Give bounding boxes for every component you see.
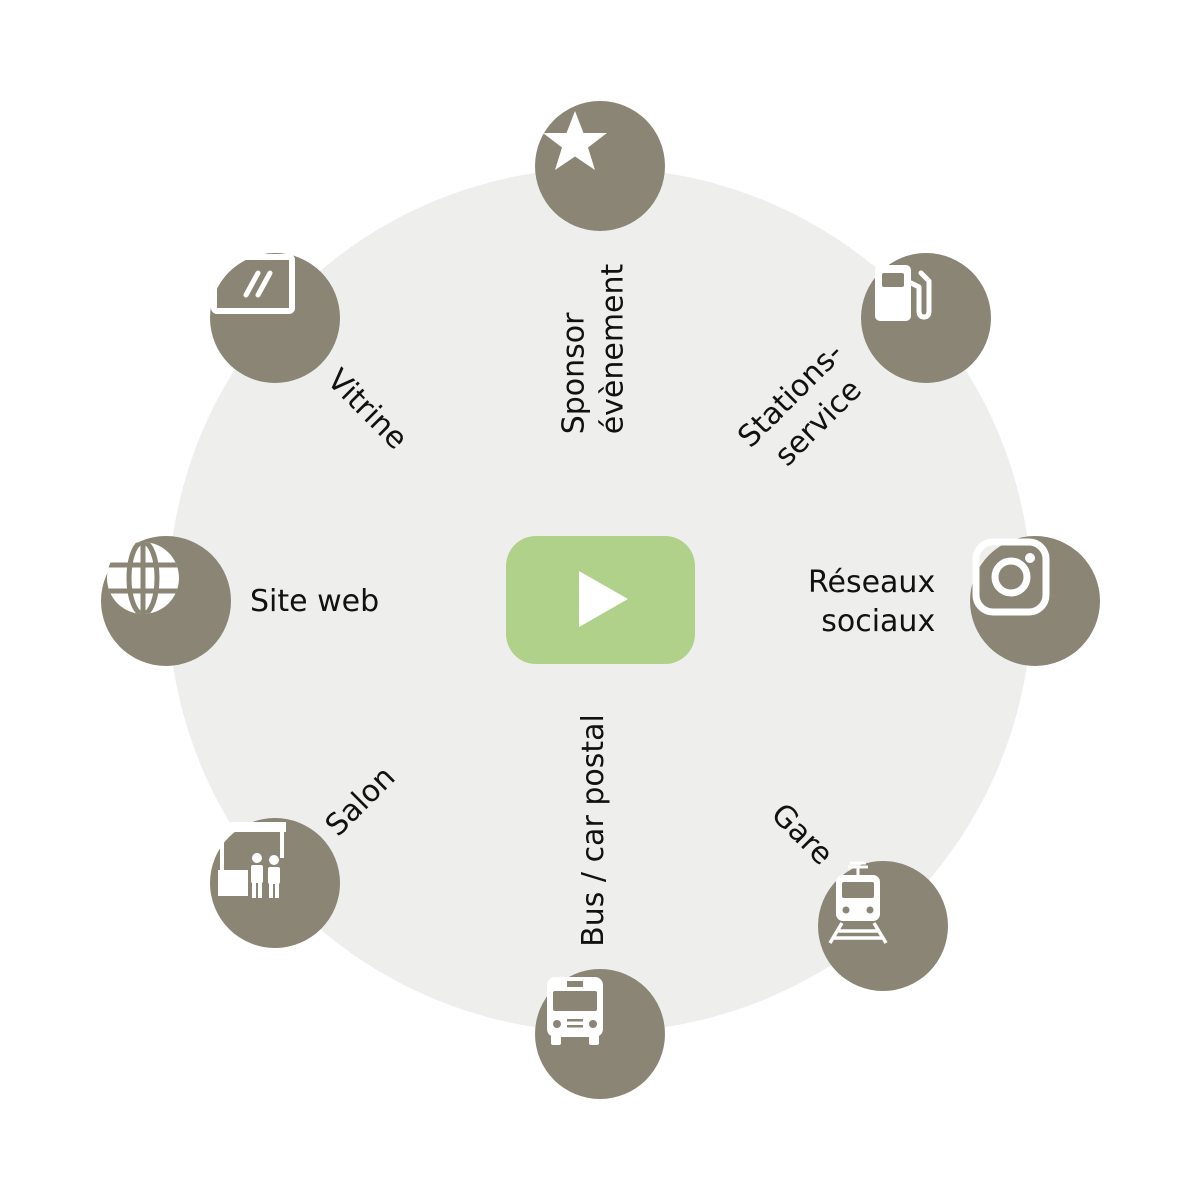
channel-label-sponsor: Sponsor évènement xyxy=(556,263,631,435)
channel-node-salon xyxy=(210,818,340,948)
channel-node-gare xyxy=(818,861,948,991)
channel-label-reseaux: Réseaux sociaux xyxy=(808,565,936,639)
channel-node-vitrine xyxy=(210,253,340,383)
channel-node-bus xyxy=(535,969,665,1099)
bus-icon xyxy=(547,977,603,1045)
channel-label-site: Site web xyxy=(250,584,380,619)
globe-icon xyxy=(107,542,179,614)
channel-node-reseaux xyxy=(970,536,1100,666)
channel-node-sponsor xyxy=(535,101,665,231)
instagram-icon xyxy=(972,538,1050,616)
channel-label-bus: Bus / car postal xyxy=(575,714,611,947)
booth-icon xyxy=(218,822,286,898)
star-icon xyxy=(543,111,607,170)
channel-node-stations xyxy=(861,253,991,383)
fuel-pump-icon xyxy=(875,265,932,321)
play-icon xyxy=(579,571,628,627)
channel-node-site xyxy=(101,536,231,666)
train-icon xyxy=(828,861,888,944)
window-display-icon xyxy=(211,254,295,314)
